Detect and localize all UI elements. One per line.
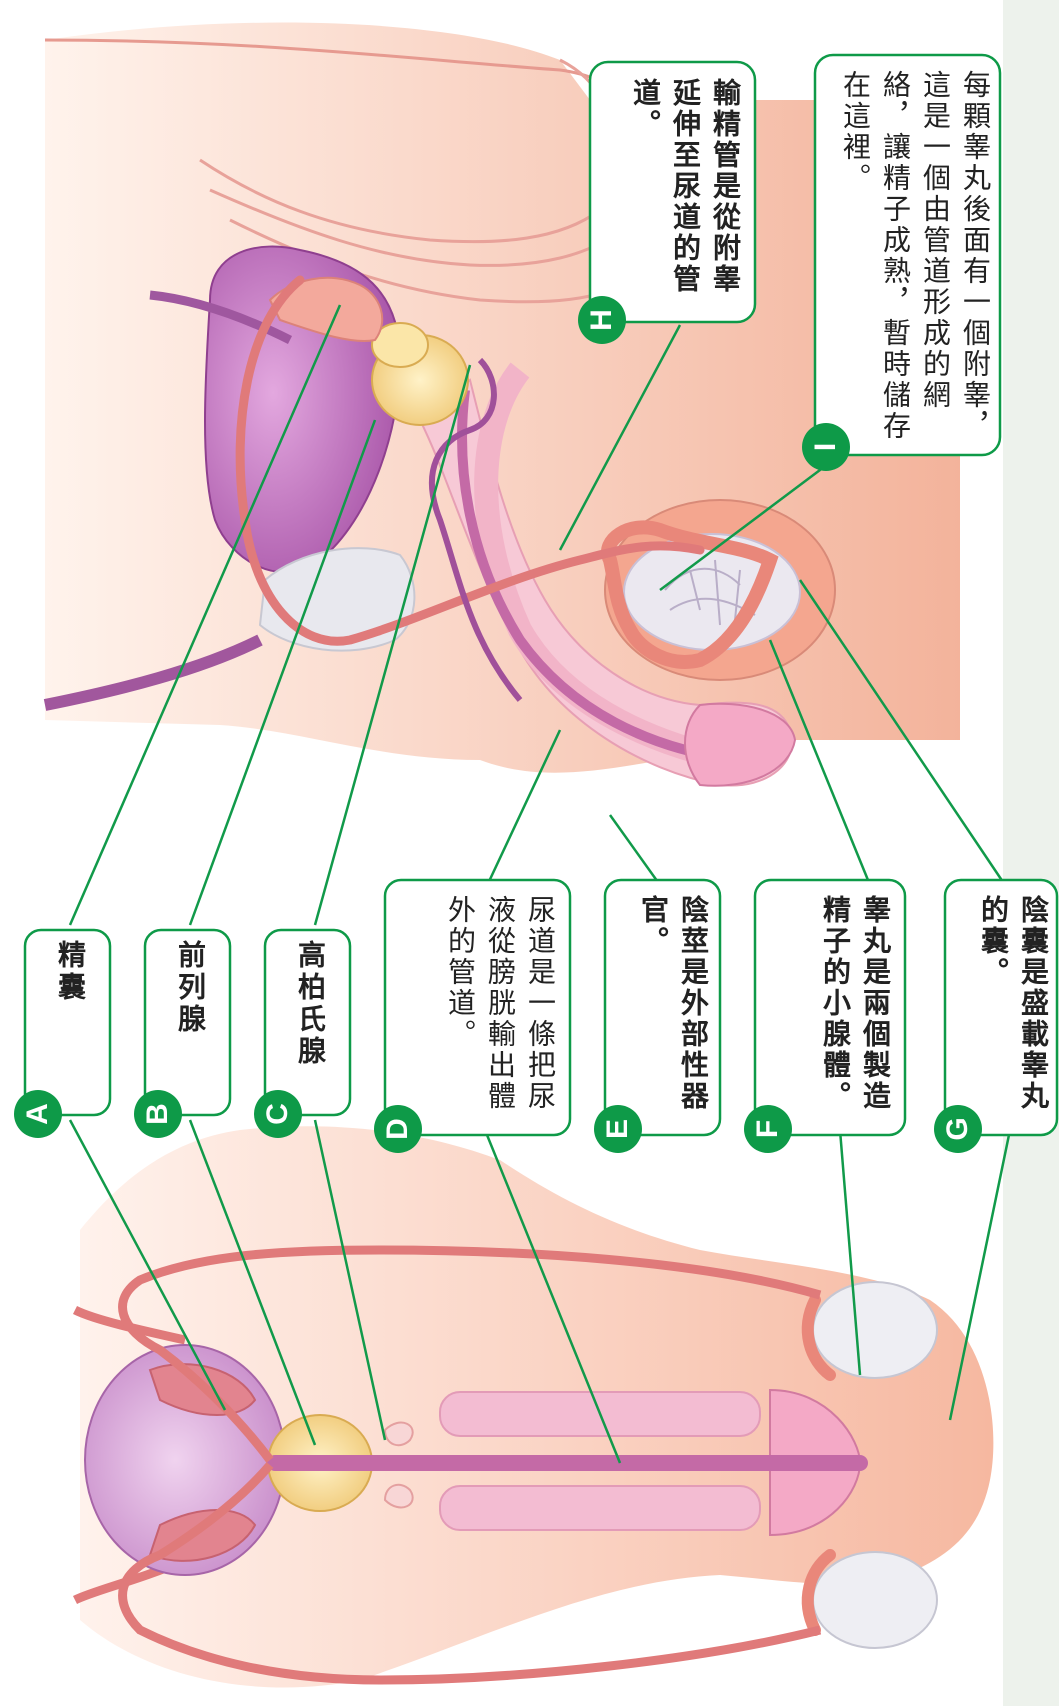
glans-side [685, 704, 795, 786]
testis-front-2 [813, 1552, 937, 1648]
callout-G-text: 陰囊是盛載睾丸的囊。 [958, 895, 1053, 1125]
badge-A: A [14, 1090, 62, 1138]
sidebar-strip [1003, 0, 1059, 1706]
badge-I: I [802, 423, 850, 471]
cowper-gland-front-2 [385, 1485, 413, 1508]
badge-B: B [134, 1090, 182, 1138]
callout-F-text: 睾丸是兩個製造精子的小腺體。 [770, 895, 895, 1125]
callout-B-text: 前列腺 [155, 940, 225, 1105]
callout-C-text: 高柏氏腺 [275, 940, 345, 1105]
badge-D: D [374, 1105, 422, 1153]
corpus-cavernosum-2 [440, 1486, 760, 1530]
leader-E [610, 815, 660, 885]
badge-F: F [744, 1105, 792, 1153]
callout-D-text: 尿道是一條把尿液從膀胱輸出體外的管道。 [400, 895, 560, 1125]
frontal-view [75, 1126, 993, 1687]
callout-A-text: 精囊 [35, 940, 105, 1105]
badge-H: H [578, 296, 626, 344]
testis-front-1 [813, 1282, 937, 1378]
callout-E-text: 陰莖是外部性器官。 [618, 895, 713, 1125]
callout-I-text: 每顆睾丸後面有一個附睾，這是一個由管道形成的網絡，讓精子成熟，暫時儲存在這裡。 [830, 70, 995, 445]
cowper-gland-front-1 [385, 1423, 413, 1446]
badge-G: G [934, 1105, 982, 1153]
badge-C: C [254, 1090, 302, 1138]
callout-H-text: 輸精管是從附睾延伸至尿道的管道。 [605, 78, 745, 313]
badge-E: E [594, 1105, 642, 1153]
